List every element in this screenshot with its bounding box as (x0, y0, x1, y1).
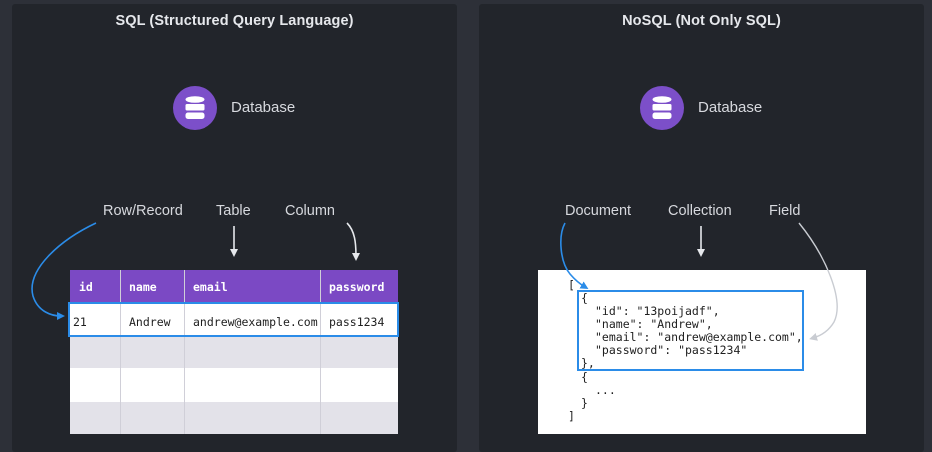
header-password: password (329, 280, 385, 294)
nosql-database-label: Database (698, 99, 763, 116)
row-highlight (68, 302, 399, 337)
json-line: } (581, 396, 588, 410)
sql-table: id name email password 21 Andrew andrew@… (70, 270, 398, 434)
cell-password: pass1234 (329, 315, 385, 329)
json-line: [ (568, 278, 575, 292)
sql-database-label: Database (231, 99, 296, 116)
table-label: Table (216, 203, 251, 219)
json-line: "name": "Andrew", (595, 317, 713, 331)
json-line: }, (581, 356, 595, 370)
table-empty-row (70, 336, 398, 368)
cell-name: Andrew (129, 315, 171, 329)
table-column-divider (320, 270, 321, 434)
header-id: id (79, 280, 93, 294)
column-label: Column (285, 203, 335, 219)
json-line: { (581, 370, 588, 384)
sql-database-icon (173, 86, 217, 130)
nosql-database-icon (640, 86, 684, 130)
table-column-divider (120, 270, 121, 434)
document-highlight (577, 290, 804, 371)
json-line: "id": "13poijadf", (595, 304, 720, 318)
header-email: email (193, 280, 228, 294)
cell-email: andrew@example.com (193, 315, 318, 329)
cell-id: 21 (73, 315, 87, 329)
nosql-panel-title: NoSQL (Not Only SQL) (622, 13, 781, 29)
json-line: "email": "andrew@example.com", (595, 330, 803, 344)
table-header-row (70, 270, 398, 302)
header-name: name (129, 280, 157, 294)
row-record-label: Row/Record (103, 203, 183, 219)
document-label: Document (565, 203, 632, 219)
json-line: "password": "pass1234" (595, 343, 748, 357)
sql-panel-title: SQL (Structured Query Language) (115, 13, 354, 29)
table-empty-row (70, 402, 398, 434)
collection-label: Collection (668, 203, 732, 219)
table-column-divider (184, 270, 185, 434)
json-line: ... (595, 383, 616, 397)
json-line: ] (568, 409, 575, 423)
json-line: { (581, 291, 588, 305)
field-label: Field (769, 203, 801, 219)
